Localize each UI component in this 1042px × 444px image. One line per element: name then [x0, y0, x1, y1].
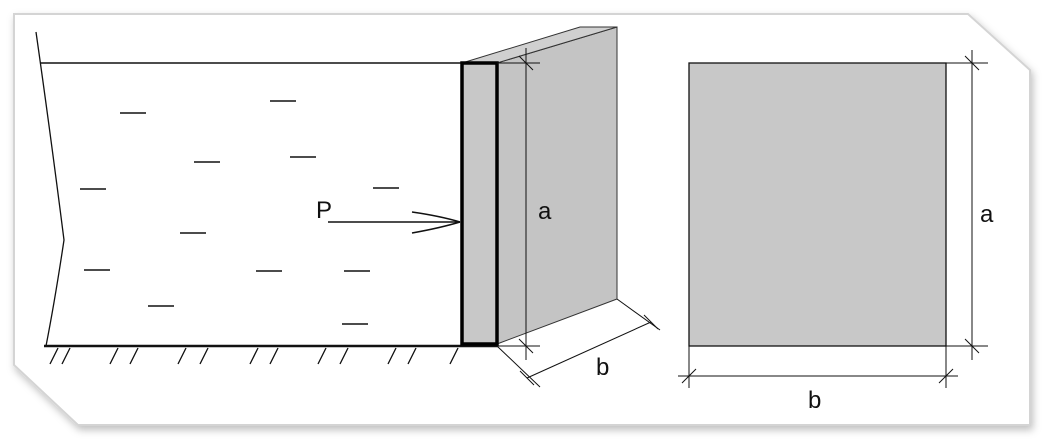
ground-hatching: [49, 347, 459, 365]
plate-front-face: [460, 61, 499, 346]
force-arrow: [328, 211, 461, 234]
plate-front-view: [688, 62, 947, 347]
plate-3d: [460, 26, 618, 346]
liquid-marks: [80, 100, 399, 325]
force-label: P: [316, 197, 332, 224]
plate-side-face: [496, 26, 618, 345]
dimension-b-front-label: b: [808, 387, 821, 414]
dimension-a-front: [946, 50, 988, 360]
dimension-a-front-label: a: [980, 201, 994, 228]
dimension-a-side-label: a: [538, 198, 552, 225]
liquid-left-boundary: [35, 31, 65, 347]
dimension-b-front: [678, 346, 958, 388]
side-view: [35, 31, 498, 365]
dimension-a-side: [497, 48, 540, 360]
dimension-b-side: [496, 298, 661, 388]
front-view: [678, 50, 988, 388]
dimension-b-side-label: b: [596, 354, 609, 381]
